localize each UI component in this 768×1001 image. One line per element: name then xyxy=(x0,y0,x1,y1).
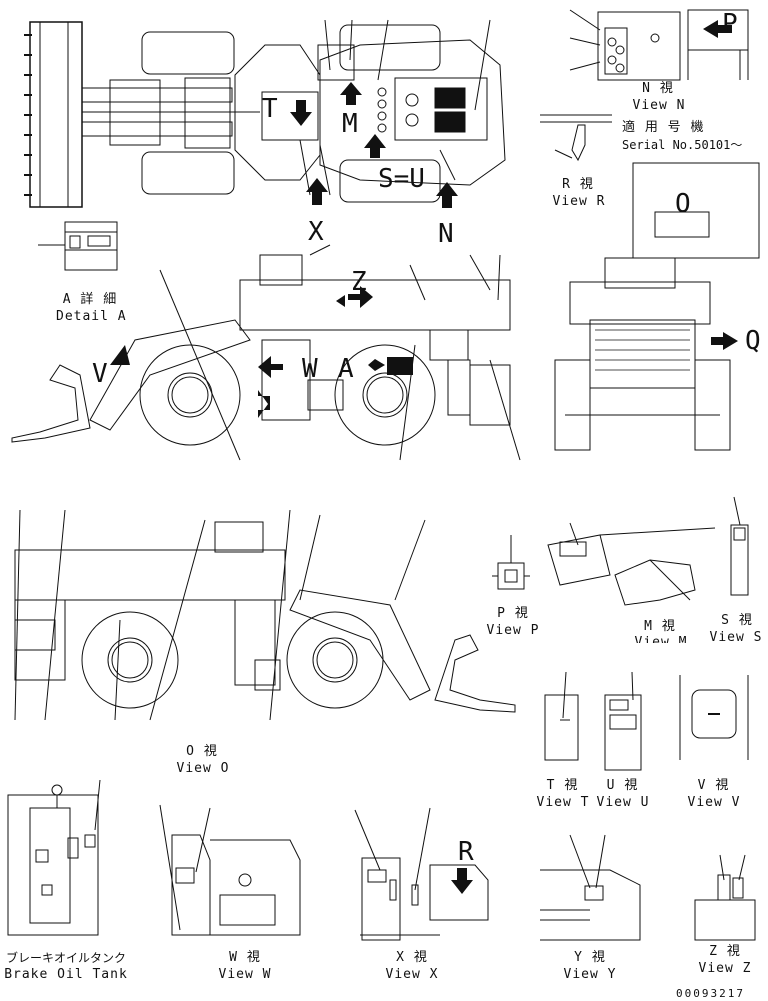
view-u-en: View U xyxy=(596,795,650,810)
view-o-jp: O 視 xyxy=(186,744,218,759)
front-view xyxy=(554,257,738,451)
drawing-number: 00093217 xyxy=(676,987,745,1000)
view-w-en: View W xyxy=(218,967,272,982)
view-t-en: View T xyxy=(536,795,590,810)
view-s-drawing xyxy=(730,496,749,596)
detail-a-en: Detail A xyxy=(56,309,127,324)
serial-en: Serial No.50101〜 xyxy=(622,138,743,152)
view-u-drawing xyxy=(604,671,642,771)
letter-t: T xyxy=(262,94,278,124)
view-v-en: View V xyxy=(687,795,741,810)
view-w-jp: W 視 xyxy=(229,950,261,965)
view-x-jp: X 視 xyxy=(396,950,428,965)
detail-a-jp: A 詳 細 xyxy=(62,292,118,307)
side-view-left xyxy=(11,244,521,461)
view-p-jp: P 視 xyxy=(497,606,529,621)
view-y-en: View Y xyxy=(563,967,617,982)
view-z-drawing xyxy=(694,854,756,941)
letter-m: M xyxy=(342,109,358,139)
view-z-en: View Z xyxy=(698,961,752,976)
view-s-jp: S 視 xyxy=(721,613,753,628)
view-r-jp: R 視 xyxy=(562,177,594,192)
letter-w: W xyxy=(302,354,318,384)
letter-s-eq-u: S=U xyxy=(378,164,425,194)
view-m-en: View M xyxy=(626,636,696,643)
view-u-jp: U 視 xyxy=(606,778,639,793)
letter-x: X xyxy=(308,217,324,247)
letter-o: O xyxy=(675,189,691,219)
detail-plate-box xyxy=(632,162,760,259)
top-view-loader xyxy=(24,19,506,208)
view-x-drawing xyxy=(354,807,489,941)
view-n-en: View N xyxy=(632,98,686,113)
letter-a: A xyxy=(338,354,354,384)
brake-tank-en: Brake Oil Tank xyxy=(4,967,128,982)
view-m-jp: M 視 xyxy=(644,619,676,634)
view-o-en: View O xyxy=(176,761,230,776)
view-v-jp: V 視 xyxy=(697,778,730,793)
view-y-drawing xyxy=(540,834,641,941)
letter-q: Q xyxy=(745,326,761,356)
side-view-right xyxy=(14,509,516,721)
view-t-jp: T 視 xyxy=(546,778,579,793)
letter-r: R xyxy=(458,837,474,867)
detail-a-drawing xyxy=(38,221,118,271)
view-x-en: View X xyxy=(385,967,439,982)
view-r-drawing xyxy=(554,124,586,162)
view-s-en: View S xyxy=(709,630,763,645)
view-p-drawing xyxy=(492,535,530,590)
letter-v: V xyxy=(92,359,108,389)
view-p-en: View P xyxy=(486,623,540,638)
view-w-drawing xyxy=(159,804,301,936)
brake-oil-tank-drawing xyxy=(7,779,101,936)
brake-tank-jp: ブレーキオイルタンク xyxy=(5,951,126,965)
view-t-drawing xyxy=(544,671,579,761)
letter-p-top: P xyxy=(722,9,738,39)
view-r-en: View R xyxy=(552,194,606,209)
letter-n: N xyxy=(438,219,454,249)
view-v-drawing xyxy=(679,675,749,760)
view-n-drawing xyxy=(540,9,749,123)
view-m-drawing xyxy=(547,522,716,606)
serial-jp: 適 用 号 機 xyxy=(622,120,705,135)
view-y-jp: Y 視 xyxy=(574,950,606,965)
view-z-jp: Z 視 xyxy=(709,944,741,959)
view-n-jp: N 視 xyxy=(642,81,674,96)
letter-z: Z xyxy=(351,267,367,297)
